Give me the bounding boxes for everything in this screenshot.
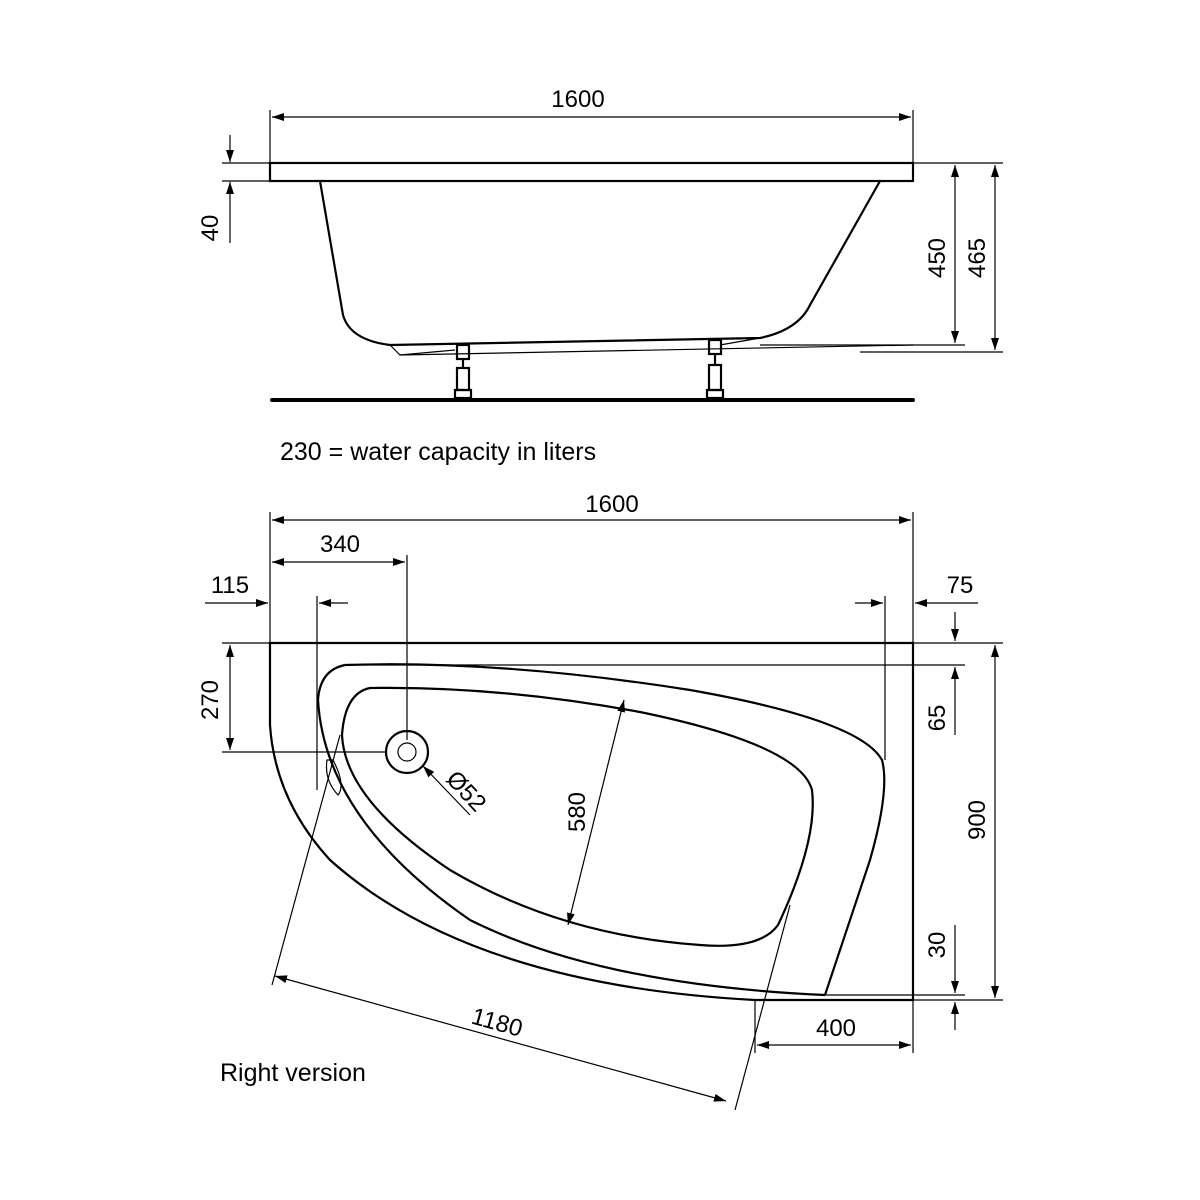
dim-right-rim-label: 75 xyxy=(947,572,974,599)
dim-drain-x-label: 340 xyxy=(320,531,360,558)
dim-width-label: 900 xyxy=(964,800,991,840)
version-label: Right version xyxy=(220,1059,366,1087)
dim-diagonal-label: 1180 xyxy=(469,1003,526,1043)
dim-bottom-rim-label: 30 xyxy=(924,932,951,959)
dim-length-label-top: 1600 xyxy=(585,491,638,518)
dim-drain-diameter-label: Ø52 xyxy=(441,766,492,818)
dim-height-total-label: 465 xyxy=(964,238,991,278)
side-view: 1600 40 450 465 xyxy=(197,86,1003,402)
dim-basin-width-label: 580 xyxy=(564,792,591,832)
tub-body xyxy=(318,180,881,347)
dim-height-inner-label: 450 xyxy=(924,238,951,278)
dim-rim-thickness-label: 40 xyxy=(197,215,224,242)
dim-left-rim-label: 115 xyxy=(211,572,249,599)
floor-line xyxy=(270,398,915,402)
tub-inner-rim-top xyxy=(344,663,886,996)
dim-straight-label: 400 xyxy=(816,1015,856,1042)
tub-rim xyxy=(268,161,915,183)
tub-basin xyxy=(340,686,814,947)
dim-drain-y-label: 270 xyxy=(197,680,224,720)
tub-outline xyxy=(268,641,915,1002)
tub-foot-left xyxy=(453,343,473,400)
dim-top-rim-label: 65 xyxy=(924,705,951,732)
capacity-note: 230 = water capacity in liters xyxy=(280,438,596,466)
dim-length-label: 1600 xyxy=(551,86,604,113)
overflow xyxy=(325,759,342,796)
drain xyxy=(384,729,430,775)
top-view: 1600 340 115 75 Ø52 270 xyxy=(197,491,1003,1111)
